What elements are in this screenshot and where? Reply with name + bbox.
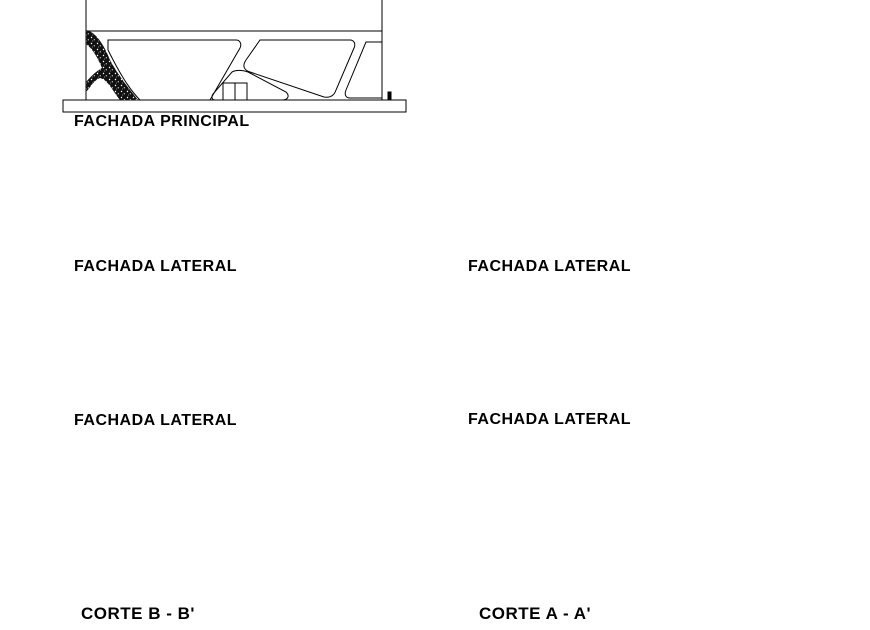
elevation-fachada-principal	[62, 0, 407, 113]
title-corte-a: CORTE A - A'	[479, 604, 592, 623]
title-fachada-lateral-3: FACHADA LATERAL	[74, 412, 238, 429]
title-fachada-lateral-1: FACHADA LATERAL	[74, 258, 238, 275]
title-fachada-lateral-2: FACHADA LATERAL	[468, 258, 632, 275]
title-fachada-principal: FACHADA PRINCIPAL	[74, 113, 250, 130]
title-corte-b: CORTE B - B'	[81, 604, 195, 623]
title-fachada-lateral-4: FACHADA LATERAL	[468, 411, 632, 428]
